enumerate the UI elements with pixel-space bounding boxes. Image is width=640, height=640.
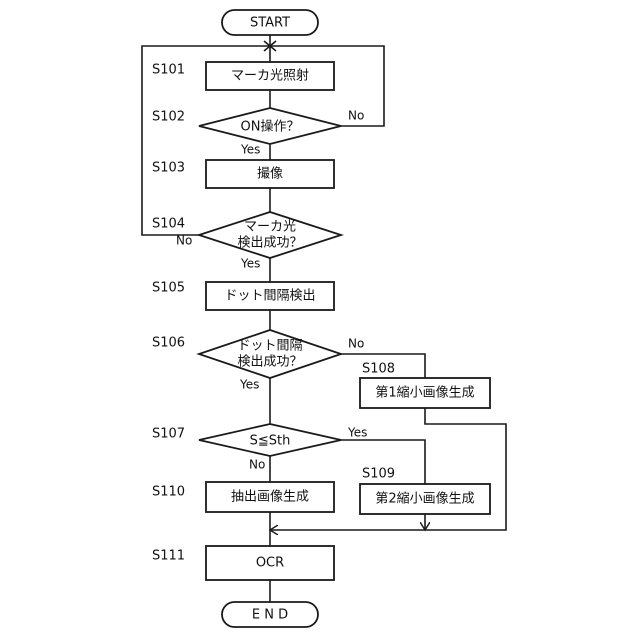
process-ocr: OCR xyxy=(206,546,334,580)
first-reduced-label: 第1縮小画像生成 xyxy=(375,385,474,401)
s107-yes-label: Yes xyxy=(347,426,367,440)
step-label-s102: S102 xyxy=(152,110,185,125)
step-label-s104: S104 xyxy=(152,217,185,232)
step-label-s106: S106 xyxy=(152,336,185,351)
ocr-label: OCR xyxy=(256,556,284,571)
process-capture: 撮像 xyxy=(206,160,334,188)
step-label-s111: S111 xyxy=(152,549,185,564)
marker-success-line2: 検出成功？ xyxy=(237,236,302,251)
start-label: START xyxy=(250,16,290,31)
s102-yes-label: Yes xyxy=(240,143,260,157)
process-dot-interval: ドット間隔検出 xyxy=(206,282,334,310)
decision-marker-success: マーカ光 検出成功？ xyxy=(199,212,341,258)
end-label: E N D xyxy=(252,608,288,623)
marker-light-label: マーカ光照射 xyxy=(231,68,309,84)
dot-success-line1: ドット間隔 xyxy=(237,339,302,354)
decision-dot-success: ドット間隔 検出成功？ xyxy=(199,330,341,378)
capture-label: 撮像 xyxy=(257,166,283,182)
process-marker-light: マーカ光照射 xyxy=(206,62,334,90)
second-reduced-label: 第2縮小画像生成 xyxy=(375,491,474,507)
extract-image-label: 抽出画像生成 xyxy=(231,490,309,505)
start-node: START xyxy=(222,10,318,35)
connectors xyxy=(142,35,506,602)
s104-no-label: No xyxy=(176,234,192,248)
step-label-s107: S107 xyxy=(152,427,185,442)
step-label-s109: S109 xyxy=(362,467,395,482)
marker-success-line1: マーカ光 xyxy=(244,220,296,235)
process-first-reduced: 第1縮小画像生成 xyxy=(360,378,490,408)
dot-success-line2: 検出成功？ xyxy=(237,355,302,370)
s-compare-label: S≦Sth xyxy=(250,434,291,449)
step-label-s101: S101 xyxy=(152,63,185,78)
on-operation-label: ON操作？ xyxy=(241,119,300,135)
s106-yes-label: Yes xyxy=(239,378,259,392)
s107-no-label: No xyxy=(249,458,265,472)
step-label-s105: S105 xyxy=(152,281,185,296)
process-second-reduced: 第2縮小画像生成 xyxy=(360,484,490,514)
decision-s-compare: S≦Sth xyxy=(199,424,341,456)
s104-yes-label: Yes xyxy=(240,257,260,271)
decision-on-operation: ON操作？ xyxy=(199,108,341,144)
step-label-s110: S110 xyxy=(152,485,185,500)
end-node: E N D xyxy=(222,602,318,627)
s106-no-label: No xyxy=(348,337,364,351)
process-extract-image: 抽出画像生成 xyxy=(206,482,334,512)
s102-no-label: No xyxy=(348,109,364,123)
step-label-s108: S108 xyxy=(362,362,395,377)
step-label-s103: S103 xyxy=(152,161,185,176)
dot-interval-label: ドット間隔検出 xyxy=(224,289,315,304)
